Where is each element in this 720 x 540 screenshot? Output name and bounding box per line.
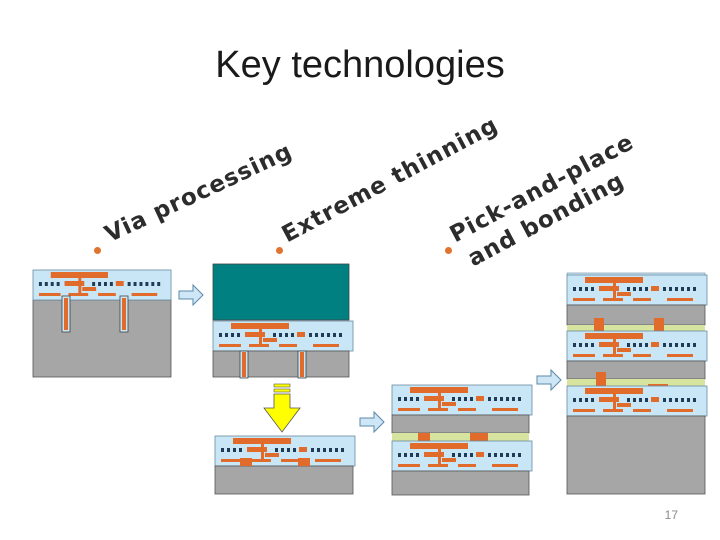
thinning-arrow — [263, 383, 301, 433]
panel-final-stack — [566, 272, 708, 495]
page-number: 17 — [664, 508, 678, 522]
bullet-dot-2 — [276, 247, 283, 254]
panel-handle-bonding — [212, 263, 354, 379]
panel-pick-and-place — [391, 384, 533, 496]
bullet-dot-3 — [445, 247, 452, 254]
panel-thinned-die — [214, 435, 356, 495]
panel-via-processing — [32, 269, 172, 378]
slide-title: Key technologies — [215, 44, 505, 86]
bullet-dot-1 — [94, 247, 101, 254]
